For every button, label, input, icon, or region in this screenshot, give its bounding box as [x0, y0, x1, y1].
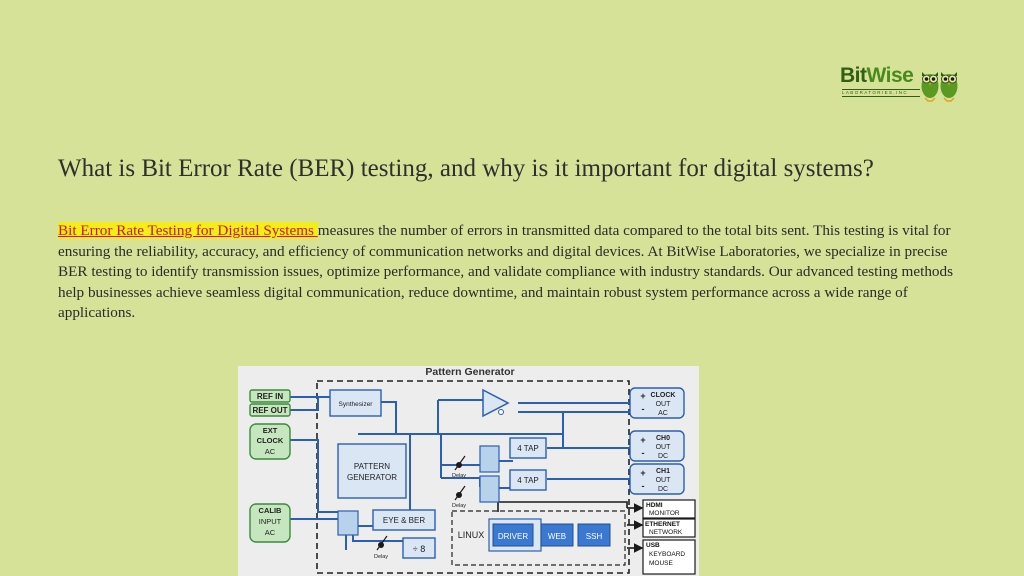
ext-clock-port	[249, 423, 291, 460]
ch1-line2: OUT	[656, 477, 672, 484]
ssh-label: SSH	[586, 532, 603, 541]
body-paragraph-text: measures the number of errors in transmi…	[58, 222, 954, 322]
clock-amplifier-icon	[482, 388, 510, 418]
delay-label-2: Delay	[452, 503, 466, 509]
bitwise-logo: BitWise LABORATORIES,INC	[838, 64, 960, 104]
calib-line2: INPUT	[259, 517, 282, 526]
ber-testing-link[interactable]: Bit Error Rate Testing for Digital Syste…	[58, 222, 318, 239]
delay-label-1: Delay	[452, 473, 466, 479]
tap-label-1: 4 TAP	[517, 444, 539, 453]
web-block	[540, 523, 574, 547]
calib-mux	[337, 510, 359, 536]
delay-mux-2	[479, 475, 500, 503]
pattern-generator-diagram: Pattern Generator	[238, 366, 699, 576]
ssh-block	[577, 523, 611, 547]
clock-out-line1: CLOCK	[651, 392, 676, 399]
synthesizer-label: Synthesizer	[339, 401, 374, 408]
diagram-title: Pattern Generator	[425, 366, 514, 378]
pattern-gen-line1: PATTERN	[354, 462, 390, 471]
tap-block-2	[509, 469, 547, 491]
tap-block-1	[509, 437, 547, 459]
calib-line3: AC	[265, 528, 276, 537]
linux-label: LINUX	[458, 530, 485, 540]
ch1-line1: CH1	[656, 468, 670, 475]
logo-word-bit: Bit	[840, 64, 867, 87]
delay-icons	[376, 455, 466, 551]
clock-out-minus: -	[642, 404, 645, 414]
ch0-line1: CH0	[656, 435, 670, 442]
logo-subtitle: LABORATORIES,INC	[842, 89, 920, 97]
ext-clock-line3: AC	[265, 447, 276, 456]
delay-label-3: Delay	[374, 554, 388, 560]
divide-by-8-label: ÷ 8	[413, 544, 425, 554]
usb-line3: MOUSE	[649, 560, 674, 567]
pattern-gen-line2: GENERATOR	[347, 473, 397, 482]
logo-word-wise: Wise	[866, 64, 914, 87]
ref-in-label: REF IN	[257, 392, 283, 401]
ethernet-port	[642, 518, 696, 538]
tap-label-2: 4 TAP	[517, 476, 539, 485]
driver-block	[492, 523, 534, 547]
ch0-line3: DC	[658, 453, 668, 460]
hdmi-line2: MONITOR	[649, 510, 680, 517]
divide-by-8-block	[402, 537, 436, 559]
usb-line2: KEYBOARD	[649, 551, 685, 558]
driver-label: DRIVER	[498, 532, 528, 541]
pattern-generator-block	[337, 443, 407, 499]
usb-line1: USB	[646, 542, 660, 549]
eye-ber-block	[372, 509, 436, 531]
page-title: What is Bit Error Rate (BER) testing, an…	[58, 155, 874, 182]
calib-line1: CALIB	[259, 506, 282, 515]
ch1-minus: -	[642, 481, 645, 491]
clock-out-port	[629, 387, 685, 419]
ethernet-line2: NETWORK	[649, 529, 683, 536]
owl-icon	[921, 72, 958, 102]
ethernet-line1: ETHERNET	[645, 521, 680, 528]
ch0-line2: OUT	[656, 444, 672, 451]
clock-out-plus: +	[640, 391, 645, 401]
ch1-line3: DC	[658, 486, 668, 493]
synthesizer-block	[329, 389, 382, 417]
hdmi-port	[642, 499, 696, 519]
ext-clock-line2: CLOCK	[257, 436, 284, 445]
ch1-plus: +	[640, 468, 645, 478]
ref-out-port	[249, 403, 291, 417]
calib-input-port	[249, 503, 291, 543]
hdmi-line1: HDMI	[646, 502, 663, 509]
delay-mux-1	[479, 445, 500, 473]
ch0-minus: -	[642, 448, 645, 458]
ext-clock-line1: EXT	[263, 426, 278, 435]
web-label: WEB	[548, 532, 566, 541]
body-paragraph: Bit Error Rate Testing for Digital Syste…	[58, 221, 973, 324]
clock-out-line2: OUT	[656, 401, 672, 408]
logo-wordmark: BitWise	[840, 64, 914, 88]
usb-port	[642, 539, 696, 575]
ref-out-label: REF OUT	[252, 406, 287, 415]
inverter-bubble-icon	[498, 409, 504, 415]
ch1-out-port	[629, 463, 685, 495]
output-wires	[497, 501, 644, 553]
eye-ber-label: EYE & BER	[383, 516, 425, 525]
ch0-out-port	[629, 430, 685, 462]
linux-boundary	[451, 510, 626, 566]
ref-in-port	[249, 389, 291, 403]
ch0-plus: +	[640, 435, 645, 445]
clock-out-line3: AC	[658, 410, 668, 417]
